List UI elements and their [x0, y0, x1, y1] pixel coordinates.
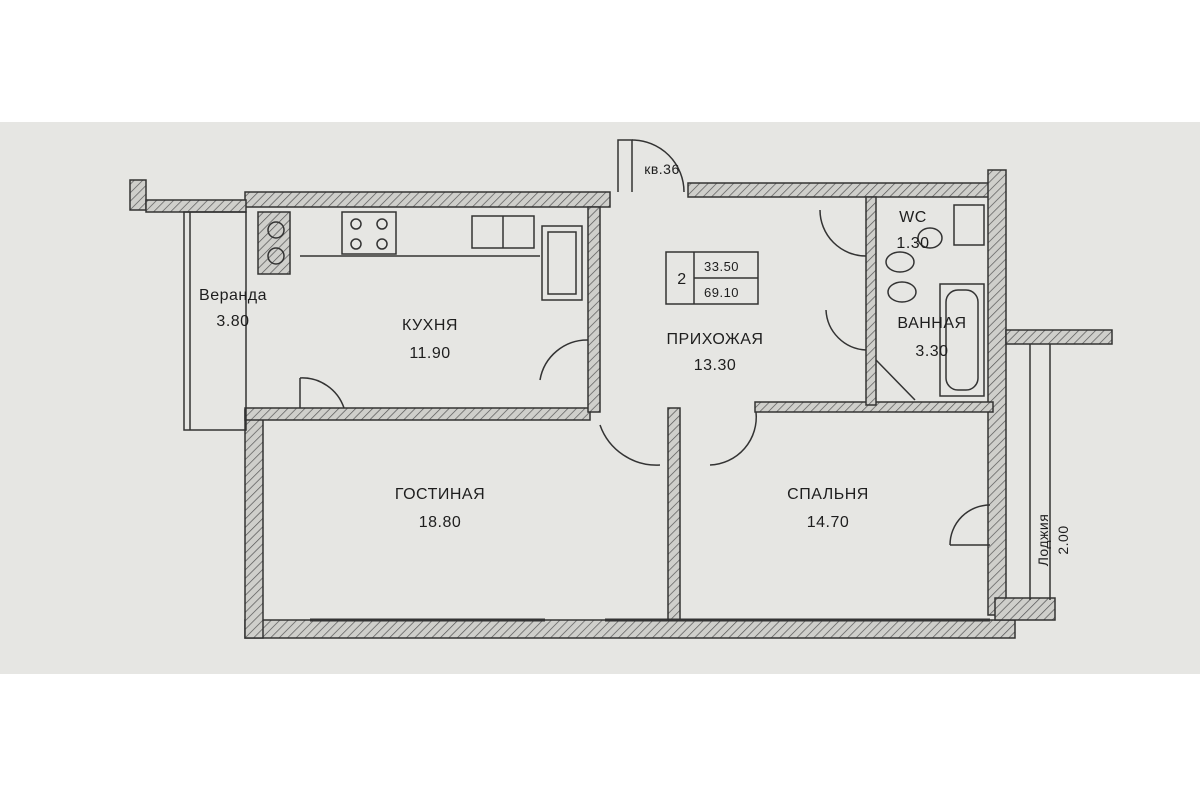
room-area-veranda: 3.80	[216, 313, 249, 330]
fixtures	[183, 139, 1051, 622]
room-name-hallway: ПРИХОЖАЯ	[667, 331, 764, 348]
room-area-loggia: 2.00	[1055, 525, 1071, 554]
apartment-label: кв.36	[644, 161, 680, 177]
living-area: 33.50	[704, 259, 739, 274]
walls	[129, 169, 1113, 639]
room-name-bathroom: ВАННАЯ	[897, 315, 966, 332]
rooms-count: 2	[677, 271, 686, 288]
room-name-loggia: Лоджия	[1035, 514, 1051, 567]
total-area: 69.10	[704, 285, 739, 300]
room-area-wc: 1.30	[896, 235, 929, 252]
room-area-living-room: 18.80	[419, 514, 462, 531]
room-name-living-room: ГОСТИНАЯ	[395, 486, 485, 503]
room-area-hallway: 13.30	[694, 357, 737, 374]
room-name-veranda: Веранда	[199, 287, 267, 304]
room-name-wc: WC	[899, 209, 927, 226]
room-area-bedroom: 14.70	[807, 514, 850, 531]
room-area-bathroom: 3.30	[915, 343, 948, 360]
room-area-kitchen: 11.90	[409, 345, 450, 362]
room-name-kitchen: КУХНЯ	[402, 317, 458, 334]
room-name-bedroom: СПАЛЬНЯ	[787, 486, 869, 503]
